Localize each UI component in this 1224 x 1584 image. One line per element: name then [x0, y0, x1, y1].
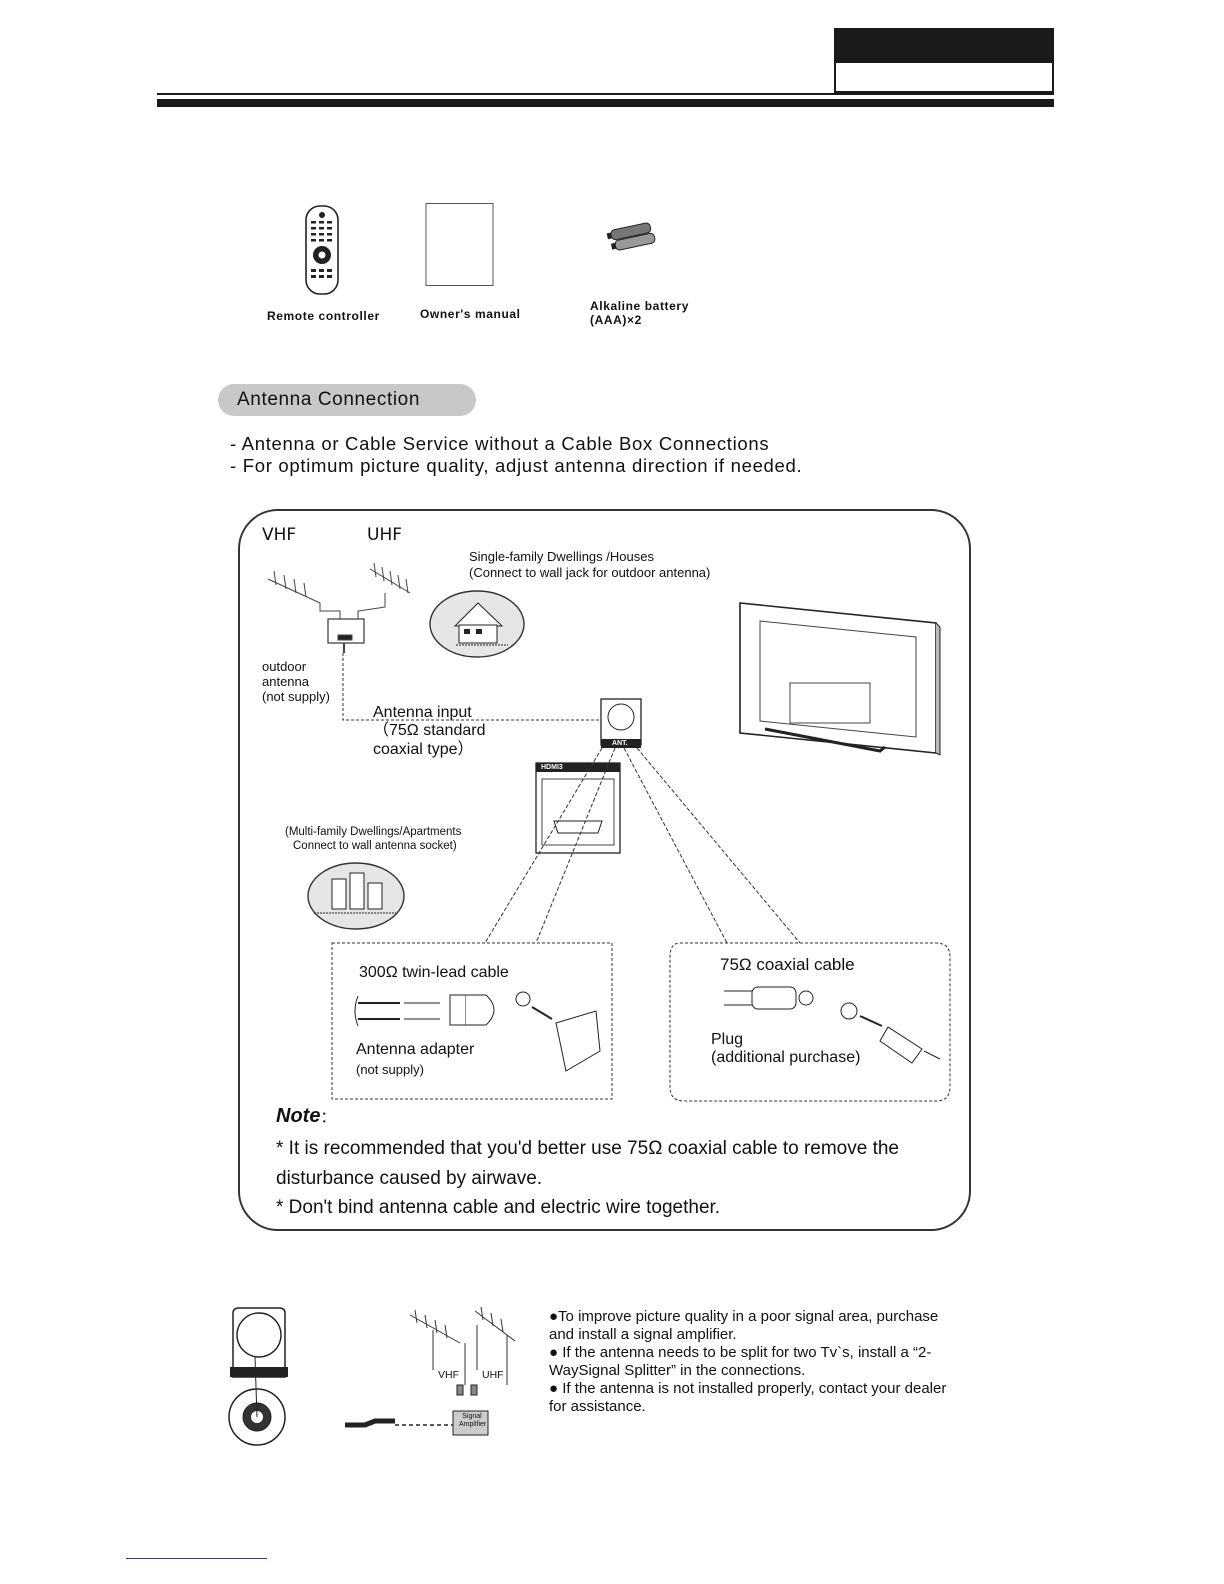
antenna-diagram-panel — [238, 509, 971, 1231]
header-rule-thin — [157, 93, 1054, 95]
battery-quantity-label: (AAA)×2 — [590, 313, 642, 327]
battery-image — [606, 222, 656, 251]
ant-socket-icon — [600, 698, 642, 748]
single-family-label: Single-family Dwellings /Houses — [469, 549, 654, 564]
antenna-adapter-label: Antenna adapter — [356, 1041, 475, 1058]
amplifier-tip: ● If the antenna needs to be split for t… — [549, 1344, 932, 1361]
note-heading-text: Note — [276, 1105, 321, 1127]
hdmi-port-label: HDMI3 — [541, 764, 563, 771]
uhf-label: UHF — [367, 525, 403, 545]
owners-manual-image — [425, 203, 494, 286]
multi-family-note: Connect to wall antenna socket) — [293, 840, 457, 852]
amplifier-diagram-drawing — [228, 1306, 515, 1446]
twin-lead-cable-label: 300Ω twin-lead cable — [359, 964, 509, 981]
amp-vhf-label: VHF — [438, 1369, 459, 1381]
note-line: disturbance caused by airwave. — [276, 1168, 543, 1189]
single-family-note: (Connect to wall jack for outdoor antenn… — [469, 565, 711, 580]
remote-controller-label: Remote controller — [267, 309, 380, 323]
note-colon: ： — [320, 1109, 336, 1126]
twin-lead-cable-icon — [354, 991, 601, 1072]
amplifier-tip: and install a signal amplifier. — [549, 1326, 737, 1343]
coaxial-cable-icon — [724, 986, 941, 1064]
outdoor-antenna-icon — [267, 562, 411, 653]
plug-note: (additional purchase) — [711, 1049, 861, 1066]
amplifier-tip: ● If the antenna is not installed proper… — [549, 1380, 947, 1397]
remote-controller-image — [305, 205, 339, 295]
note-line: * Don't bind antenna cable and electric … — [276, 1197, 721, 1218]
ant-socket-closeup-icon — [228, 1307, 288, 1446]
outdoor-antenna-note: (not supply) — [262, 689, 330, 704]
tv-rear-icon — [739, 602, 941, 756]
battery-label: Alkaline battery — [590, 299, 689, 313]
signal-amplifier-label: Signal — [462, 1413, 482, 1420]
antenna-input-label: Antenna input — [373, 704, 472, 721]
plug-label: Plug — [711, 1031, 744, 1048]
vhf-label: VHF — [262, 525, 297, 545]
amplifier-tip: ●To improve picture quality in a poor si… — [549, 1308, 939, 1325]
section-title-pill: Antenna Connection — [218, 384, 476, 416]
header-rule-thick — [157, 99, 1054, 107]
amp-uhf-label: UHF — [482, 1369, 504, 1381]
twin-lead-box — [331, 942, 613, 1100]
coaxial-box — [669, 942, 951, 1102]
note-line: * It is recommended that you'd better us… — [276, 1138, 900, 1159]
antenna-adapter-note: (not supply) — [356, 1062, 424, 1077]
amplifier-tip: WaySignal Splitter” in the connections. — [549, 1362, 806, 1379]
apartments-icon — [307, 862, 405, 930]
header-tab-white — [834, 61, 1054, 93]
footer-link-underline — [126, 1558, 267, 1559]
signal-amplifier-box: Signal Amplifier — [459, 1413, 487, 1429]
signal-amplifier-label: Amplifier — [459, 1421, 487, 1428]
vhf-uhf-antennas-icon — [409, 1306, 515, 1385]
ant-port-label: ANT. — [612, 740, 628, 747]
house-icon — [429, 590, 525, 658]
connection-diagram-drawing — [267, 562, 951, 1102]
header-tab-black — [834, 28, 1054, 61]
owners-manual-label: Owner's manual — [420, 307, 521, 321]
note-heading: Note： — [276, 1105, 335, 1128]
multi-family-label: (Multi-family Dwellings/Apartments — [285, 826, 462, 838]
outdoor-antenna-label: outdoor — [262, 659, 307, 674]
antenna-input-spec: （75Ω standard — [373, 722, 486, 739]
amplifier-tip: for assistance. — [549, 1398, 646, 1415]
intro-line: - For optimum picture quality, adjust an… — [230, 455, 803, 476]
intro-line: - Antenna or Cable Service without a Cab… — [230, 433, 770, 454]
coaxial-cable-label: 75Ω coaxial cable — [720, 955, 855, 974]
antenna-input-type: coaxial type） — [373, 741, 474, 758]
outdoor-antenna-label: antenna — [262, 674, 309, 689]
